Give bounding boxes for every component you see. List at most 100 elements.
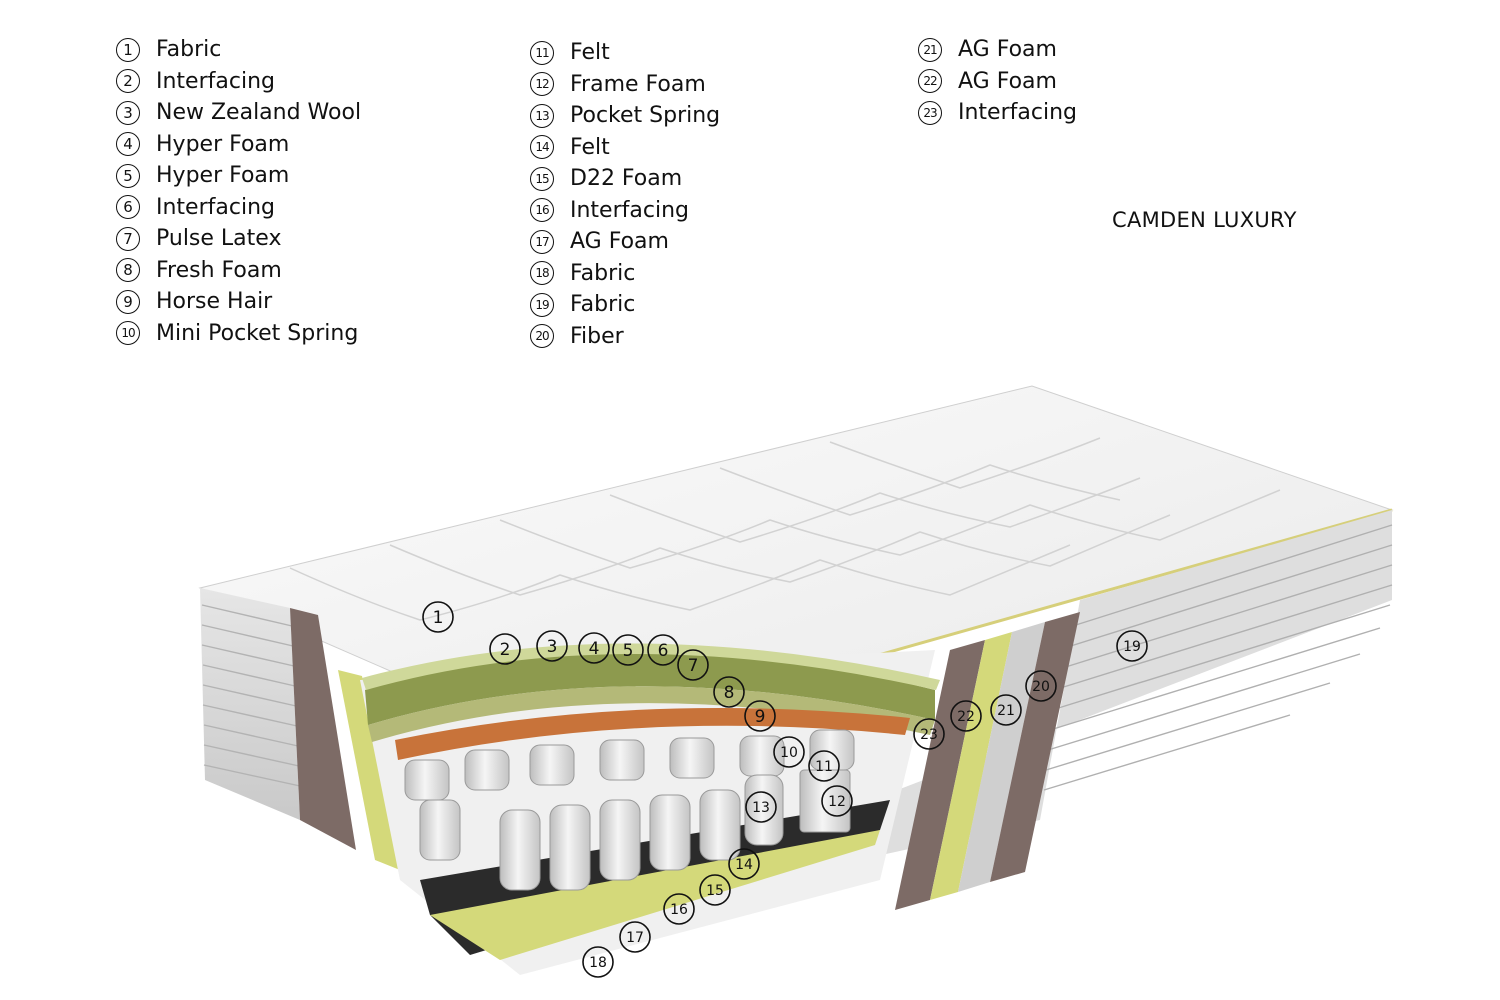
callout-number: 16 bbox=[670, 902, 688, 918]
legend-number: 15 bbox=[530, 166, 554, 191]
callout-23: 23 bbox=[913, 718, 945, 750]
legend-number: 22 bbox=[918, 69, 942, 94]
callout-8: 8 bbox=[713, 676, 745, 708]
ag-foam-layer-left bbox=[338, 670, 400, 870]
horse-hair-layer bbox=[395, 707, 910, 760]
callout-16: 16 bbox=[663, 893, 695, 925]
legend-label: Hyper Foam bbox=[156, 163, 290, 189]
callout-number: 13 bbox=[752, 800, 770, 816]
callout-number: 15 bbox=[706, 883, 724, 899]
callout-number: 21 bbox=[997, 703, 1015, 719]
legend-label: Pocket Spring bbox=[570, 103, 721, 129]
callout-number: 12 bbox=[828, 794, 846, 810]
legend-number: 17 bbox=[530, 229, 554, 254]
mattress-left-side bbox=[200, 588, 300, 820]
pocket-spring bbox=[404, 759, 450, 801]
callout-number: 22 bbox=[957, 709, 975, 725]
legend-item: 13 Pocket Spring bbox=[530, 100, 720, 132]
pocket-spring bbox=[649, 794, 691, 871]
legend-label: AG Foam bbox=[958, 37, 1057, 63]
callout-5: 5 bbox=[612, 634, 644, 666]
callout-12: 12 bbox=[821, 785, 853, 817]
legend-label: Horse Hair bbox=[156, 289, 273, 315]
legend-number: 4 bbox=[116, 132, 140, 157]
callout-number: 6 bbox=[658, 641, 669, 661]
legend-number: 19 bbox=[530, 292, 554, 317]
legend-label: Fabric bbox=[570, 292, 636, 318]
legend-label: Pulse Latex bbox=[156, 226, 282, 252]
legend-number: 23 bbox=[918, 100, 942, 125]
legend-number: 7 bbox=[116, 226, 140, 251]
legend-label: Felt bbox=[570, 40, 610, 66]
callout-6: 6 bbox=[647, 634, 679, 666]
interfacing-layer-right bbox=[895, 640, 985, 910]
legend-item: 19 Fabric bbox=[530, 289, 720, 321]
side-fabric-ribs-left bbox=[201, 604, 301, 787]
callout-18: 18 bbox=[582, 946, 614, 978]
callout-22: 22 bbox=[950, 700, 982, 732]
legend-item: 8 Fresh Foam bbox=[116, 255, 361, 287]
ag-foam-base-layer bbox=[430, 830, 880, 960]
callout-17: 17 bbox=[619, 921, 651, 953]
legend-label: AG Foam bbox=[570, 229, 669, 255]
callout-1: 1 bbox=[422, 601, 454, 633]
pocket-spring bbox=[419, 799, 461, 861]
callout-number: 17 bbox=[626, 930, 644, 946]
legend-item: 23 Interfacing bbox=[918, 97, 1077, 129]
callout-number: 5 bbox=[623, 641, 634, 661]
side-fabric-ribs-right bbox=[1043, 524, 1393, 791]
pocket-spring bbox=[744, 774, 784, 846]
ag-foam-layer-right-21 bbox=[958, 622, 1045, 892]
legend-label: Interfacing bbox=[156, 68, 275, 94]
legend-label: Interfacing bbox=[958, 100, 1077, 126]
wool-band bbox=[362, 643, 940, 690]
legend-label: Fabric bbox=[156, 37, 222, 63]
callout-20: 20 bbox=[1025, 670, 1057, 702]
callout-7: 7 bbox=[677, 649, 709, 681]
pocket-spring bbox=[699, 789, 741, 861]
pocket-spring bbox=[599, 799, 641, 881]
callout-number: 23 bbox=[920, 727, 938, 743]
callout-number: 4 bbox=[589, 639, 600, 659]
callout-number: 18 bbox=[589, 955, 607, 971]
callout-4: 4 bbox=[578, 632, 610, 664]
mattress-front-side bbox=[520, 510, 1392, 935]
legend-item: 17 AG Foam bbox=[530, 226, 720, 258]
legend-label: Hyper Foam bbox=[156, 131, 290, 157]
legend-number: 14 bbox=[530, 135, 554, 160]
legend-label: Fresh Foam bbox=[156, 257, 282, 283]
callout-13: 13 bbox=[745, 791, 777, 823]
quilting-pattern bbox=[289, 437, 1281, 621]
callout-3: 3 bbox=[536, 630, 568, 662]
callout-number: 2 bbox=[500, 640, 511, 660]
legend-number: 13 bbox=[530, 103, 554, 128]
legend-number: 8 bbox=[116, 258, 140, 283]
fresh-foam-layer bbox=[368, 686, 935, 742]
callout-10: 10 bbox=[773, 736, 805, 768]
legend-label: Frame Foam bbox=[570, 71, 706, 97]
callout-9: 9 bbox=[744, 700, 776, 732]
legend-label: Fabric bbox=[570, 260, 636, 286]
legend-label: New Zealand Wool bbox=[156, 100, 362, 126]
callout-number: 11 bbox=[815, 759, 833, 775]
pocket-spring bbox=[669, 737, 715, 779]
legend-label: Mini Pocket Spring bbox=[156, 320, 359, 346]
callout-2: 2 bbox=[489, 633, 521, 665]
legend-number: 10 bbox=[116, 321, 140, 346]
callout-number: 8 bbox=[724, 683, 735, 703]
legend-number: 21 bbox=[918, 37, 942, 62]
